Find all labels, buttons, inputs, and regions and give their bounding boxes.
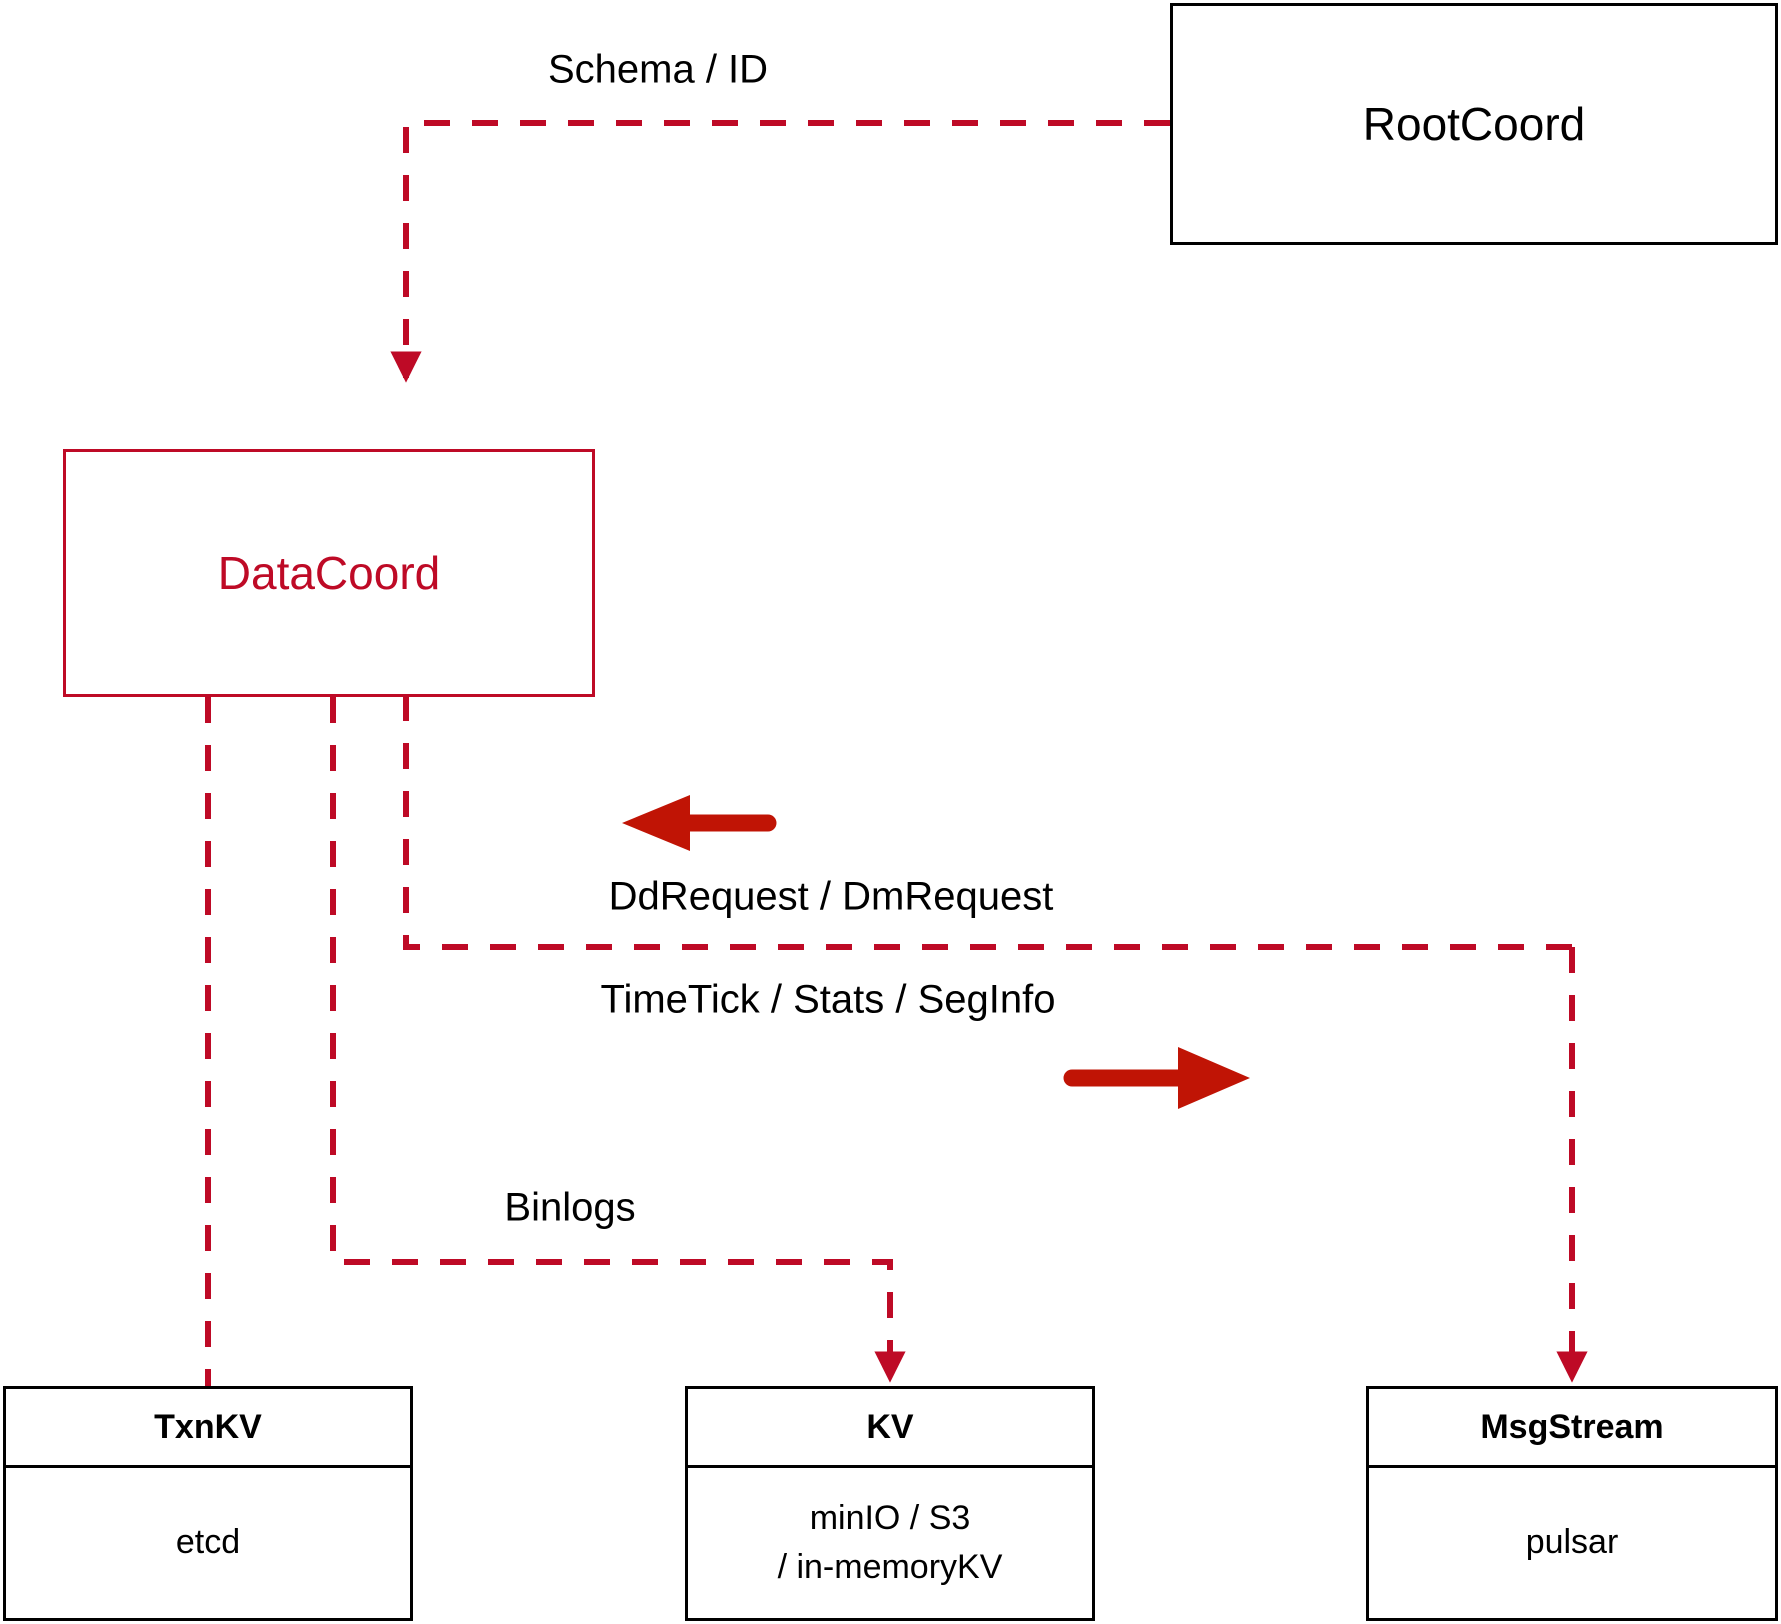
edge-label-schema-id: Schema / ID [547, 47, 769, 92]
outbound-direction-arrow [1063, 1047, 1250, 1109]
inbound-direction-arrow [622, 795, 777, 851]
node-kv-title: KV [688, 1389, 1092, 1468]
node-msgstream-line-0: pulsar [1525, 1523, 1619, 1562]
node-msgstream-title: MsgStream [1369, 1389, 1775, 1468]
node-txnkv-line-0: etcd [175, 1523, 241, 1562]
node-msgstream[interactable]: MsgStream pulsar [1366, 1386, 1778, 1621]
node-kv[interactable]: KV minIO / S3 / in-memoryKV [685, 1386, 1095, 1621]
node-kv-line-1: / in-memoryKV [777, 1548, 1003, 1586]
node-datacoord[interactable]: DataCoord [63, 449, 595, 697]
node-rootcoord[interactable]: RootCoord [1170, 3, 1778, 245]
node-kv-line-0: minIO / S3 [809, 1498, 971, 1537]
node-txnkv[interactable]: TxnKV etcd [3, 1386, 413, 1621]
edge-schema-id [390, 120, 1170, 383]
node-rootcoord-label: RootCoord [1362, 98, 1586, 150]
node-txnkv-title: TxnKV [6, 1389, 410, 1468]
edge-datacoord-to-kv [330, 697, 906, 1383]
node-kv-body: minIO / S3 / in-memoryKV [688, 1468, 1092, 1618]
node-msgstream-body: pulsar [1369, 1468, 1775, 1618]
edge-msgstream-to-datacoord [390, 630, 1572, 950]
edge-label-binlogs: Binlogs [504, 1185, 636, 1230]
node-datacoord-label: DataCoord [217, 547, 441, 599]
node-txnkv-body: etcd [6, 1468, 410, 1618]
edge-label-timetick-stats-seginfo: TimeTick / Stats / SegInfo [600, 977, 1056, 1022]
edge-label-dd-dm-request: DdRequest / DmRequest [608, 874, 1054, 919]
